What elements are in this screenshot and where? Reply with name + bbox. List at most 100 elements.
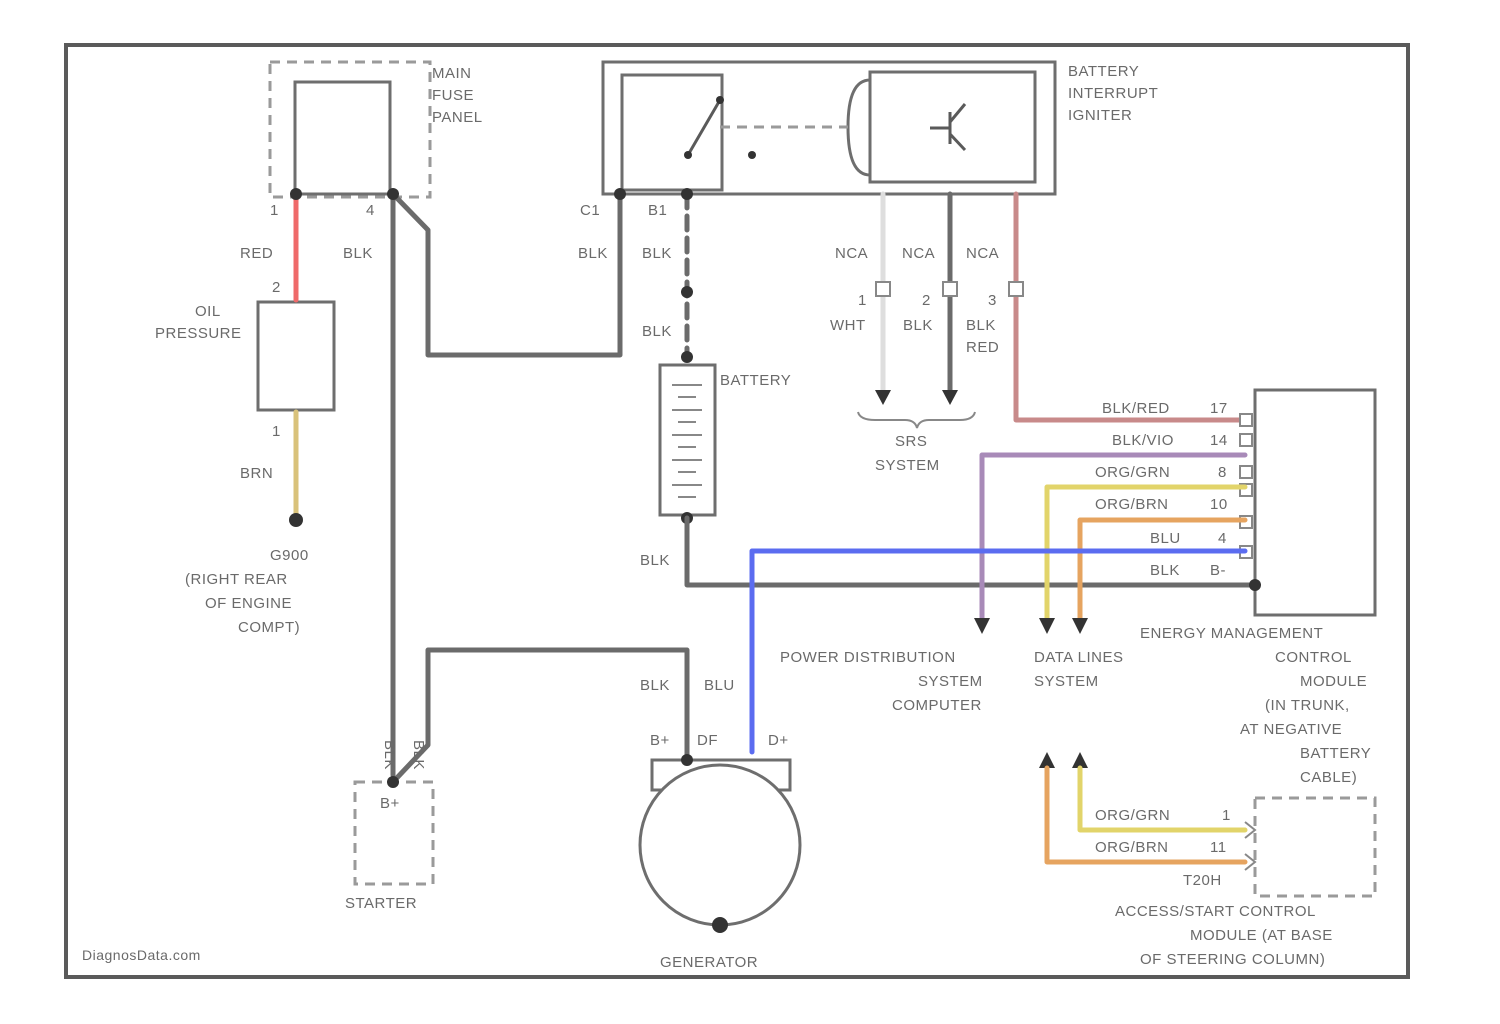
ground-label-4: COMPT) (238, 619, 300, 636)
wire-label-blu: BLU (1150, 530, 1181, 547)
wire-label-org-grn: ORG/GRN (1095, 464, 1170, 481)
oil-pressure-switch: OIL PRESSURE 2 1 (155, 279, 334, 440)
wire-label-blk-red: BLK/RED (1102, 400, 1170, 417)
battery-box (660, 365, 715, 515)
wire-label-red: RED (240, 245, 273, 262)
wire-label-blk-c1: BLK (578, 245, 608, 262)
wire-label-blu-gen: BLU (704, 677, 735, 694)
igniter-pin-b1: B1 (648, 202, 667, 219)
ems-label-5: AT NEGATIVE (1240, 721, 1342, 738)
ems-pin-4: 4 (1218, 530, 1227, 547)
fuse-pin-1: 1 (270, 202, 279, 219)
wire-label-red-srs-3: RED (966, 339, 999, 356)
igniter-label-3: IGNITER (1068, 107, 1132, 124)
battery-label: BATTERY (720, 372, 791, 389)
oil-pressure-label-2: PRESSURE (155, 325, 242, 342)
oil-pin-2: 2 (272, 279, 281, 296)
igniter-label-2: INTERRUPT (1068, 85, 1158, 102)
pdc-label-2: SYSTEM (918, 673, 983, 690)
generator: B+ DF D+ GENERATOR (640, 732, 800, 971)
wire-label-blk-batt: BLK (642, 323, 672, 340)
ems-label-4: (IN TRUNK, (1265, 697, 1350, 714)
access-start-outline (1255, 798, 1375, 896)
acc-pin-1: 1 (1222, 807, 1231, 824)
pdc-label-3: COMPUTER (892, 697, 982, 714)
igniter-center-dot (748, 151, 756, 159)
fuse-panel-label-2: FUSE (432, 87, 474, 104)
ems-box (1255, 390, 1375, 615)
generator-body (640, 765, 800, 925)
wire-label-vert-2: BLK (410, 740, 427, 770)
fuse-panel-box (295, 82, 390, 194)
starter-label: STARTER (345, 895, 417, 912)
wire-nca-srs-3 (1016, 194, 1245, 420)
ground-label-3: OF ENGINE (205, 595, 292, 612)
wire-label-blk-srs: BLK (903, 317, 933, 334)
ems-pin-14: 14 (1210, 432, 1228, 449)
wire-label-nca-2: NCA (902, 245, 935, 262)
ems-label-6: BATTERY (1300, 745, 1371, 762)
ground-node (289, 513, 303, 527)
watermark: DiagnosData.com (82, 947, 201, 963)
igniter-pin-c1: C1 (580, 202, 600, 219)
fuse-panel-label-1: MAIN (432, 65, 472, 82)
access-start-label-3: OF STEERING COLUMN) (1140, 951, 1325, 968)
wire-label-org-grn-acc: ORG/GRN (1095, 807, 1170, 824)
ground-label-1: G900 (270, 547, 309, 564)
wire-label-nca-1: NCA (835, 245, 868, 262)
gen-b-node (681, 754, 693, 766)
starter: B+ STARTER (345, 782, 433, 912)
oil-pressure-label-1: OIL (195, 303, 221, 320)
igniter-label-1: BATTERY (1068, 63, 1139, 80)
acc-connector: T20H (1183, 872, 1222, 889)
wire-label-org-brn-acc: ORG/BRN (1095, 839, 1169, 856)
ground-label-2: (RIGHT REAR (185, 571, 288, 588)
srs-arrow-2 (942, 390, 958, 405)
pdc-label-1: POWER DISTRIBUTION (780, 649, 956, 666)
srs-label-2: SYSTEM (875, 457, 940, 474)
wire-label-blk-srs-3: BLK (966, 317, 996, 334)
fuse-node-4 (387, 188, 399, 200)
wire-label-brn: BRN (240, 465, 273, 482)
ems-pin-17: 17 (1210, 400, 1228, 417)
igniter-switch-contact (716, 96, 724, 104)
generator-ground-node (712, 917, 728, 933)
starter-node (387, 776, 399, 788)
fuse-pin-4: 4 (366, 202, 375, 219)
fuse-node-1 (290, 188, 302, 200)
data-lines-label-2: SYSTEM (1034, 673, 1099, 690)
pdc-arrow (974, 618, 990, 634)
ems-pin-8: 8 (1218, 464, 1227, 481)
data-arrow-2 (1072, 618, 1088, 634)
igniter-node-c1 (614, 188, 626, 200)
oil-pin-1: 1 (272, 423, 281, 440)
fuse-panel-label-3: PANEL (432, 109, 483, 126)
wire-label-blk-fuse: BLK (343, 245, 373, 262)
gen-pin-df: DF (697, 732, 718, 749)
igniter-switch-box (622, 75, 722, 190)
ems-ground-node (1249, 579, 1261, 591)
data-arrow-1 (1039, 618, 1055, 634)
wire-label-vert-1: BLK (381, 740, 398, 770)
data-lines-label-1: DATA LINES (1034, 649, 1123, 666)
battery-pos-node (681, 351, 693, 363)
ems-label-1: ENERGY MANAGEMENT (1140, 625, 1323, 642)
srs-pin-2: 2 (922, 292, 931, 309)
generator-label: GENERATOR (660, 954, 758, 971)
ems-pin-10: 10 (1210, 496, 1228, 513)
access-start-label-1: ACCESS/START CONTROL (1115, 903, 1316, 920)
igniter-module-box (870, 72, 1035, 182)
srs-pin-1: 1 (858, 292, 867, 309)
wire-label-blk-neg: BLK (640, 552, 670, 569)
srs-arrow-1 (875, 390, 891, 405)
wire-blk-starter-gen (393, 650, 687, 782)
wire-label-blk-gen: BLK (640, 677, 670, 694)
battery-splice (681, 286, 693, 298)
ems-label-7: CABLE) (1300, 769, 1357, 786)
gen-pin-d: D+ (768, 732, 789, 749)
wire-label-blk-ems: BLK (1150, 562, 1180, 579)
wire-label-wht: WHT (830, 317, 866, 334)
wire-label-org-brn: ORG/BRN (1095, 496, 1169, 513)
battery-interrupt-igniter: BATTERY INTERRUPT IGNITER C1 B1 (580, 62, 1158, 219)
